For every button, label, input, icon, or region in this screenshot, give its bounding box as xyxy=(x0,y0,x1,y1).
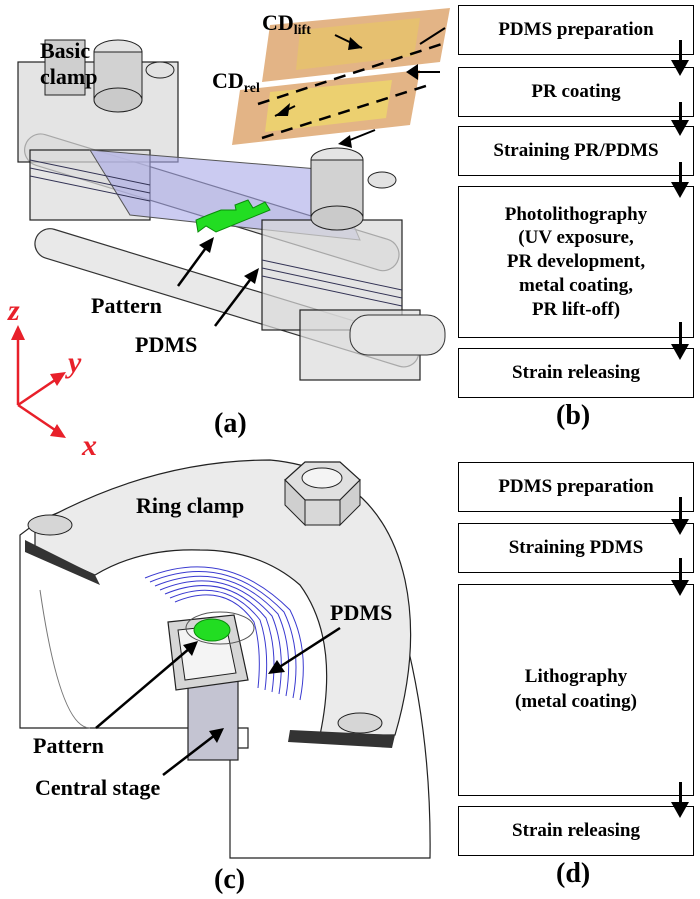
panel-b-caption: (b) xyxy=(556,400,591,431)
pdms-pointer-c xyxy=(277,626,341,670)
cd-rel-main: CD xyxy=(212,68,244,93)
pattern-pointer xyxy=(176,244,210,287)
panel-d-caption: (d) xyxy=(556,858,591,889)
flow-b-step-1: PDMS preparation xyxy=(458,5,694,55)
cd-rel-label: CDrel xyxy=(212,68,260,96)
flow-b-step-2-label: PR coating xyxy=(531,80,621,102)
pdms-pointer-c-head xyxy=(268,660,285,674)
axis-z-label: z xyxy=(7,294,20,327)
pdms-label-a: PDMS xyxy=(135,332,197,357)
flow-d-step-1-label: PDMS preparation xyxy=(498,475,654,497)
cd-lift-sub: lift xyxy=(294,23,311,38)
basic-clamp-label-line1: Basic xyxy=(40,38,90,63)
central-stage-pointer xyxy=(162,734,216,776)
pattern-label-a: Pattern xyxy=(91,293,162,318)
axis-y-label: y xyxy=(65,346,82,379)
photo-line-5: PR lift-off) xyxy=(531,298,621,320)
flow-d-step-4-label: Strain releasing xyxy=(512,819,640,841)
flow-b-step-2: PR coating xyxy=(458,67,694,117)
cd-lift-label: CDlift xyxy=(262,10,311,38)
flow-b-step-4: Photolithography (UV exposure, PR develo… xyxy=(458,186,694,338)
flow-b-step-5-label: Strain releasing xyxy=(512,361,640,383)
photo-line-3: PR development, xyxy=(506,251,646,273)
pdms-label-c: PDMS xyxy=(330,600,392,625)
panel-c-caption: (c) xyxy=(214,864,245,895)
flow-b-step-1-label: PDMS preparation xyxy=(498,18,654,40)
central-stage-label: Central stage xyxy=(35,775,160,800)
central-stage-pointer-head xyxy=(209,728,224,743)
pattern-pointer-c-head xyxy=(183,641,198,656)
basic-clamp-label-line2: clamp xyxy=(40,64,97,89)
litho-line-2: (metal coating) xyxy=(515,691,637,712)
photo-line-2: (UV exposure, xyxy=(518,227,634,249)
flow-d-step-4: Strain releasing xyxy=(458,806,694,856)
flow-d-step-2-label: Straining PDMS xyxy=(508,536,644,558)
cd-lift-main: CD xyxy=(262,10,294,35)
basic-clamp-illustration xyxy=(17,39,446,381)
ring-clamp-illustration xyxy=(19,459,431,859)
pdms-pointer xyxy=(214,275,254,327)
flow-b-step-3: Straining PR/PDMS xyxy=(458,126,694,176)
pdms-pointer-head xyxy=(244,268,259,284)
ring-clamp-label: Ring clamp xyxy=(136,493,244,518)
pattern-label-c: Pattern xyxy=(33,733,104,758)
coordinate-axes xyxy=(11,325,66,438)
pattern-pointer-head xyxy=(199,237,214,253)
flow-b-step-3-label: Straining PR/PDMS xyxy=(493,139,659,161)
photo-line-4: metal coating, xyxy=(519,274,633,296)
cd-photo-inset xyxy=(232,8,450,148)
litho-line-1: Lithography xyxy=(524,666,628,688)
photo-line-1: Photolithography xyxy=(504,203,648,225)
cd-rel-sub: rel xyxy=(244,81,260,96)
pattern-pointer-c xyxy=(95,647,191,729)
flow-b-step-5: Strain releasing xyxy=(458,348,694,398)
panel-a-caption: (a) xyxy=(214,408,247,439)
flow-d-step-3: Lithography (metal coating) xyxy=(458,584,694,796)
flow-d-step-1: PDMS preparation xyxy=(458,462,694,512)
axis-x-label: x xyxy=(81,429,97,462)
flow-d-step-2: Straining PDMS xyxy=(458,523,694,573)
